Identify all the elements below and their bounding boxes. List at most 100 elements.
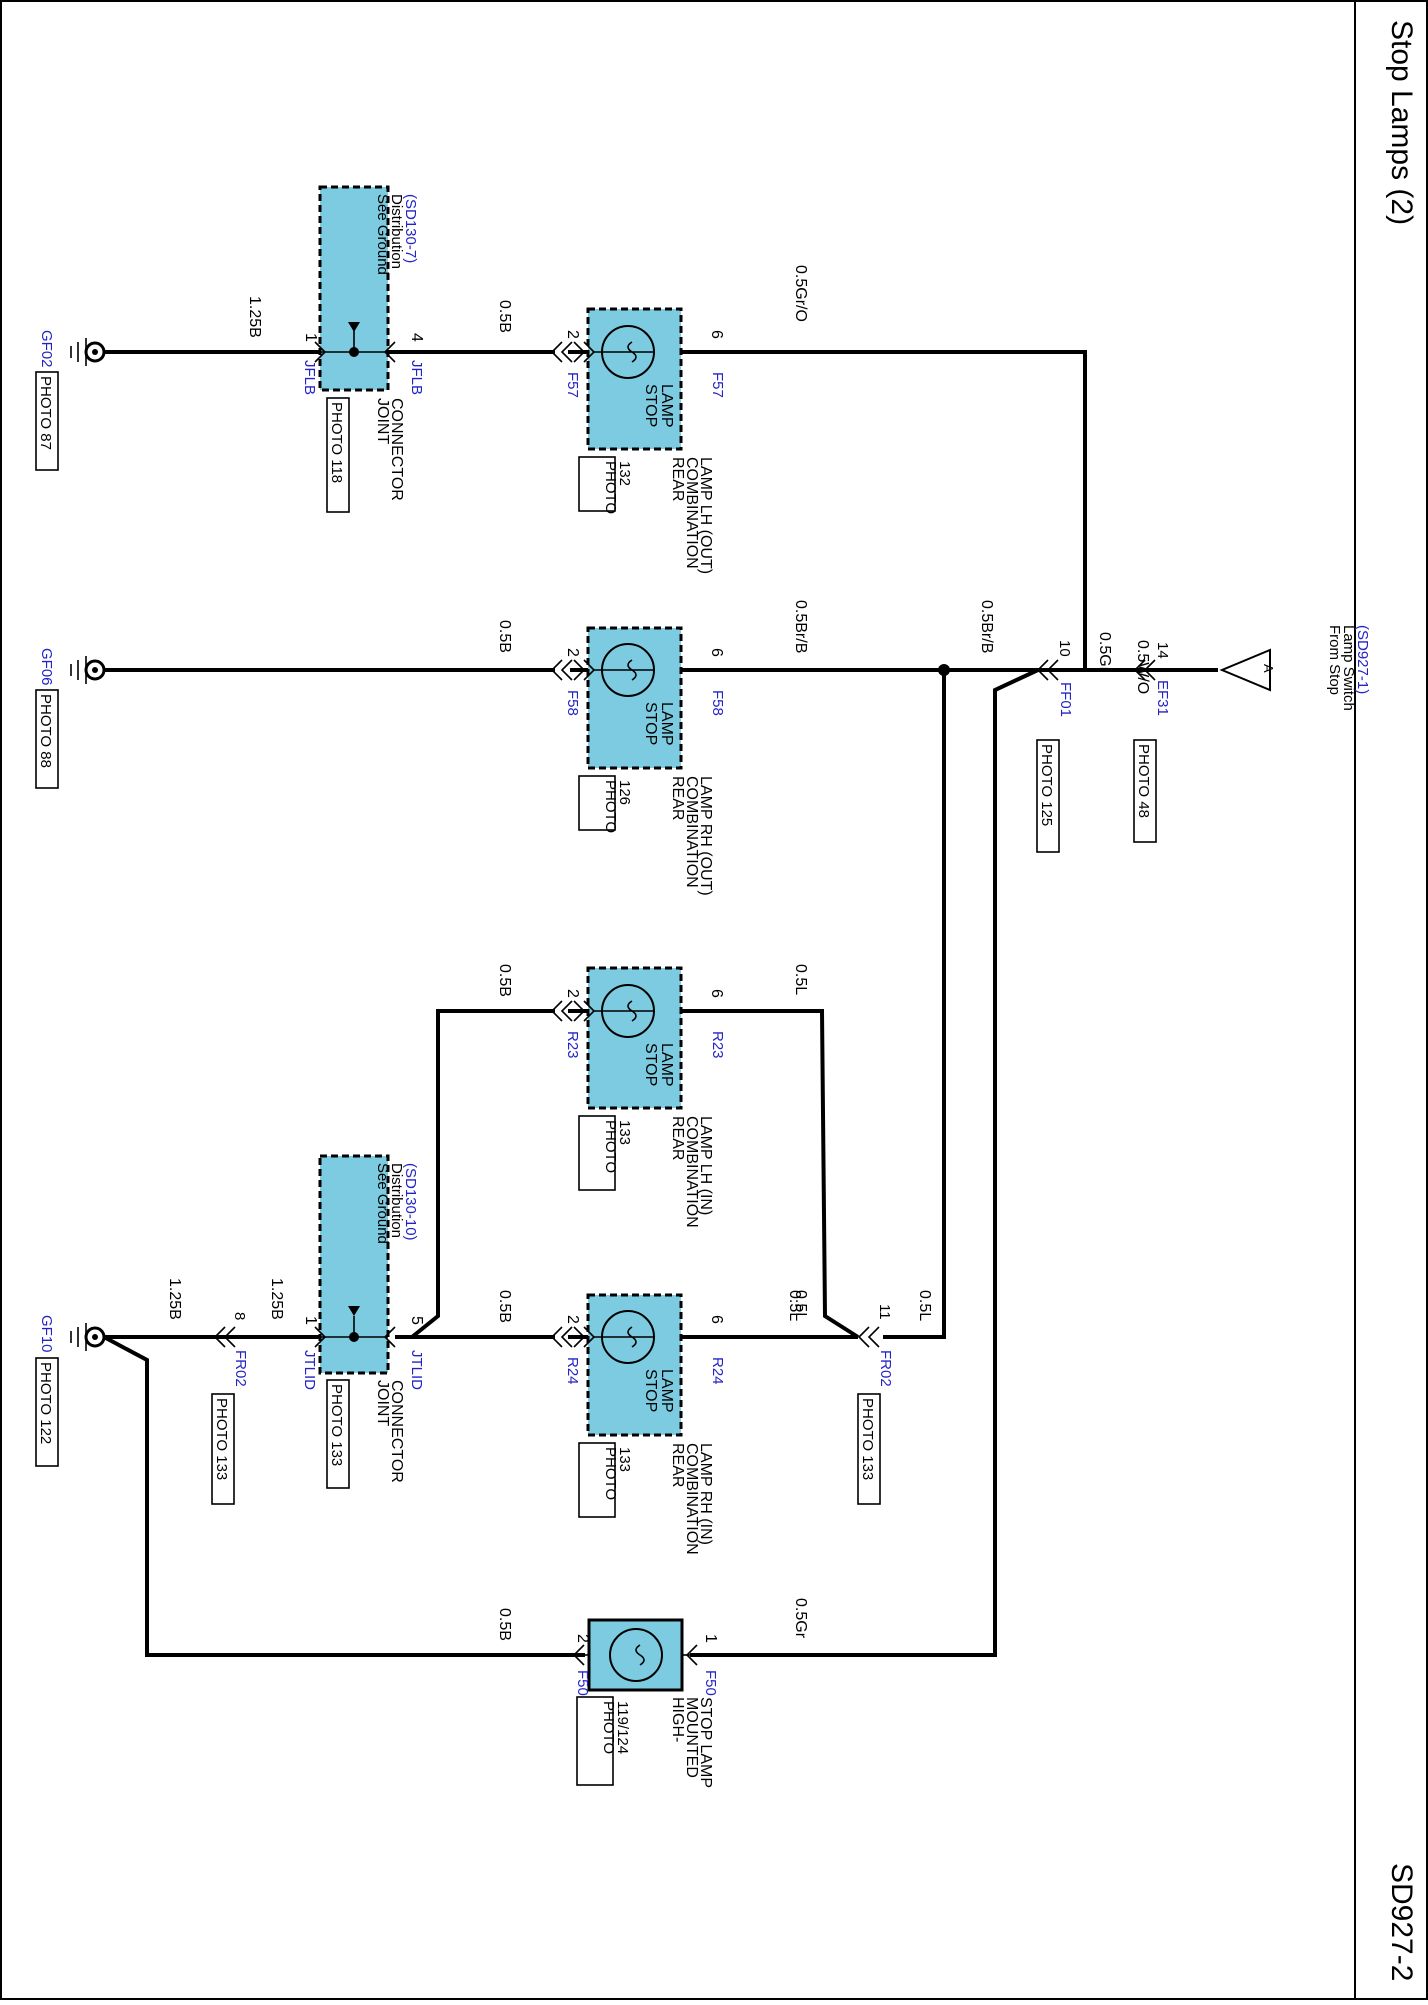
- joint-connector-jflb: See Ground Distribution (SD130-7) 4 JFLB…: [246, 185, 425, 513]
- lamp-photo-1: PHOTO: [602, 1120, 619, 1173]
- lamp-component-box: [587, 1618, 684, 1692]
- lamp-title-2: COMBINATION: [683, 1443, 700, 1555]
- connector-chevron-icon: [383, 341, 396, 363]
- wire-branch-br-b: [883, 670, 946, 1339]
- lamp-rear-combination-lh-out: STOP LAMP 6 0.5Gr/O F57 2 0.5B F57 REAR …: [496, 265, 809, 574]
- lamp-component-box: [586, 1293, 683, 1437]
- connector-ff01: 10 0.5Gr 0.5Br/B FF01 PHOTO 125: [978, 600, 1113, 853]
- wire-0-5l-r23: [568, 1009, 860, 1339]
- wire-a: 0.5Gr: [792, 1598, 809, 1639]
- connector-chevron-icon: [314, 1326, 327, 1348]
- joint-pin-out: 1: [302, 1316, 319, 1325]
- fr02-top-pin: 11: [876, 1304, 893, 1320]
- fr02-bot-wire-in: 1.25B: [268, 1278, 285, 1320]
- fr02-bot-wire-out: 1.25B: [166, 1278, 183, 1320]
- lamp-bulb-icon: [609, 1628, 663, 1682]
- wire-b: 0.5B: [496, 1290, 513, 1323]
- lamp-label-1: STOP: [642, 702, 659, 745]
- page-title: Stop Lamps (2): [1385, 20, 1418, 225]
- wire-b: 0.5B: [496, 300, 513, 333]
- connector-fr02-pin8: 8 1.25B 1.25B FR02 PHOTO 133: [166, 1278, 285, 1505]
- lamp-photo-box: [578, 456, 616, 512]
- fr02-top-photo-box: [857, 1393, 881, 1505]
- connector-fr02-pin11: 11 0.5L 0.5L FR02 PHOTO 133: [786, 1290, 933, 1505]
- joint-photo: PHOTO 118: [328, 402, 345, 483]
- connector-chevron-icon: [550, 659, 563, 681]
- wire-a: 0.5L: [792, 1290, 809, 1321]
- connector-chevron-icon: [550, 341, 563, 363]
- lamp-title-3: LAMP RH (OUT): [697, 776, 714, 896]
- lamp-rear-combination-lh-in: STOP LAMP 6 0.5L R23 2 0.5B R23 REAR COM…: [496, 964, 809, 1228]
- connector-chevron-icon: [573, 341, 586, 363]
- ground-gf06: GF06 PHOTO 88: [35, 648, 106, 789]
- ef31-photo-box: [1133, 739, 1157, 843]
- lamp-photo-2: 119/124: [614, 1701, 631, 1754]
- lamp-component-box: [586, 626, 683, 770]
- joint-title-1: JOINT: [374, 398, 391, 444]
- fr02-top-name: FR02: [877, 1350, 894, 1387]
- ground-photo-box: [35, 371, 59, 471]
- lamp-photo-box: [576, 1696, 614, 1786]
- joint-connector-jtlid: See Ground Distribution (SD130-10) 5 JTL…: [301, 1154, 425, 1489]
- lamp-title-2: COMBINATION: [683, 776, 700, 888]
- connector-chevron-icon: [550, 1326, 563, 1348]
- conn-a: F57: [709, 372, 726, 398]
- pin-a: 6: [708, 1315, 725, 1324]
- connector-chevron-icon: [560, 341, 573, 363]
- pin-b: 2: [564, 330, 581, 339]
- lamp-title-2: MOUNTED: [683, 1697, 700, 1778]
- fr02-bot-pin: 8: [231, 1312, 248, 1320]
- splice-dot: [938, 664, 950, 676]
- connector-chevron-icon: [560, 1000, 573, 1022]
- connector-chevron-icon: [223, 1326, 236, 1348]
- ground-terminal-center: [92, 667, 98, 673]
- pin-a: 6: [708, 330, 725, 339]
- ground-terminal-center: [92, 1334, 98, 1340]
- joint-note-2: Distribution: [388, 194, 405, 269]
- lamp-title-2: COMBINATION: [683, 1116, 700, 1228]
- fr02-top-wire-out: 0.5L: [786, 1290, 803, 1321]
- conn-b: F57: [564, 372, 581, 398]
- lamp-title-1: REAR: [669, 776, 686, 820]
- connector-chevron-icon: [314, 341, 327, 363]
- lamp-rear-combination-rh-in: STOP LAMP 6 0.5L R24 2 0.5B R24 REAR COM…: [496, 1290, 809, 1555]
- conn-b: F50: [574, 1670, 591, 1696]
- lamp-label-2: LAMP: [658, 1043, 675, 1087]
- pin-b: 2: [564, 1315, 581, 1324]
- ground-arrow-icon: [348, 322, 360, 332]
- joint-note-1: See Ground: [374, 1163, 391, 1244]
- page-code: SD927-2: [1385, 1863, 1418, 1981]
- joint-note-2: Distribution: [388, 1163, 405, 1238]
- ground-gf02: GF02 PHOTO 87: [35, 330, 106, 471]
- wire-a: 0.5Br/B: [792, 600, 809, 653]
- lamp-title-3: STOP LAMP: [697, 1697, 714, 1788]
- joint-conn-in: JTLID: [408, 1350, 425, 1390]
- ef31-wire: 0.5W/O: [1134, 640, 1151, 694]
- pin-a: 6: [708, 648, 725, 657]
- ground-name: GF06: [38, 648, 55, 686]
- connector-chevron-icon: [685, 1644, 698, 1666]
- ground-name: GF10: [38, 1315, 55, 1353]
- lamp-title-3: LAMP RH (IN): [697, 1443, 714, 1545]
- ef31-photo: PHOTO 48: [1135, 744, 1152, 818]
- lamp-photo-box: [578, 1442, 616, 1518]
- wire-b: 0.5B: [496, 964, 513, 997]
- connector-chevron-icon: [560, 659, 573, 681]
- conn-a: F58: [709, 690, 726, 716]
- connector-chevron-icon: [1143, 659, 1156, 681]
- connector-chevron-icon: [383, 1326, 396, 1348]
- connector-chevron-icon: [573, 1326, 586, 1348]
- fr02-top-photo: PHOTO 133: [859, 1398, 876, 1480]
- ff01-photo: PHOTO 125: [1038, 744, 1055, 826]
- connector-chevron-icon: [213, 1326, 226, 1348]
- ground-photo: PHOTO 88: [37, 694, 54, 768]
- joint-conn-out: JTLID: [301, 1350, 318, 1390]
- fr02-bot-name: FR02: [232, 1350, 249, 1387]
- wire-r23-ground: [410, 1009, 555, 1339]
- wire-b: 0.5B: [496, 620, 513, 653]
- lamp-high-mounted-stop-lamp: 1 0.5Gr F50 2 0.5B F50 HIGH- MOUNTED STO…: [496, 1598, 809, 1788]
- lamp-photo-1: PHOTO: [602, 780, 619, 833]
- source-line-1: From Stop: [1326, 625, 1343, 695]
